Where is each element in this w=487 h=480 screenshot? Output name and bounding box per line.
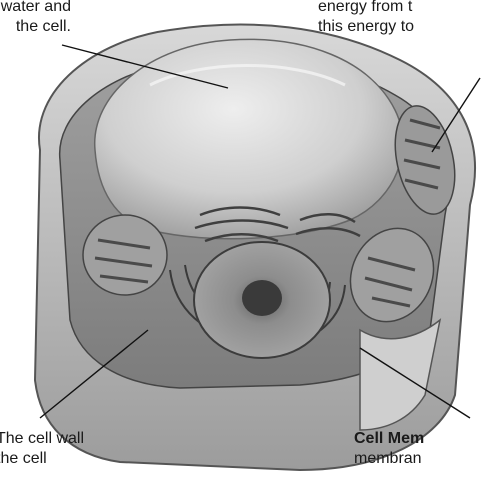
callout-cell-membrane-line-2: membran	[354, 449, 424, 469]
callout-cell-membrane-title: Cell Mem	[354, 429, 424, 449]
callout-cell-wall: The cell wall the cell	[0, 429, 84, 469]
callout-cell-membrane: Cell Mem membran	[354, 429, 424, 469]
callout-cell-wall-line-1: The cell wall	[0, 429, 84, 449]
callout-vacuole-line-2: the cell.	[0, 17, 71, 37]
mitochondrion-left	[83, 215, 167, 295]
callout-mitochondria-line-2: this energy to	[318, 17, 414, 37]
callout-mitochondria: energy from t this energy to	[318, 0, 414, 37]
callout-vacuole: water and the cell.	[0, 0, 71, 37]
callout-mitochondria-line-1: energy from t	[318, 0, 414, 17]
callout-vacuole-line-1: water and	[0, 0, 71, 17]
callout-cell-wall-line-2: the cell	[0, 449, 84, 469]
nucleolus	[242, 280, 282, 316]
